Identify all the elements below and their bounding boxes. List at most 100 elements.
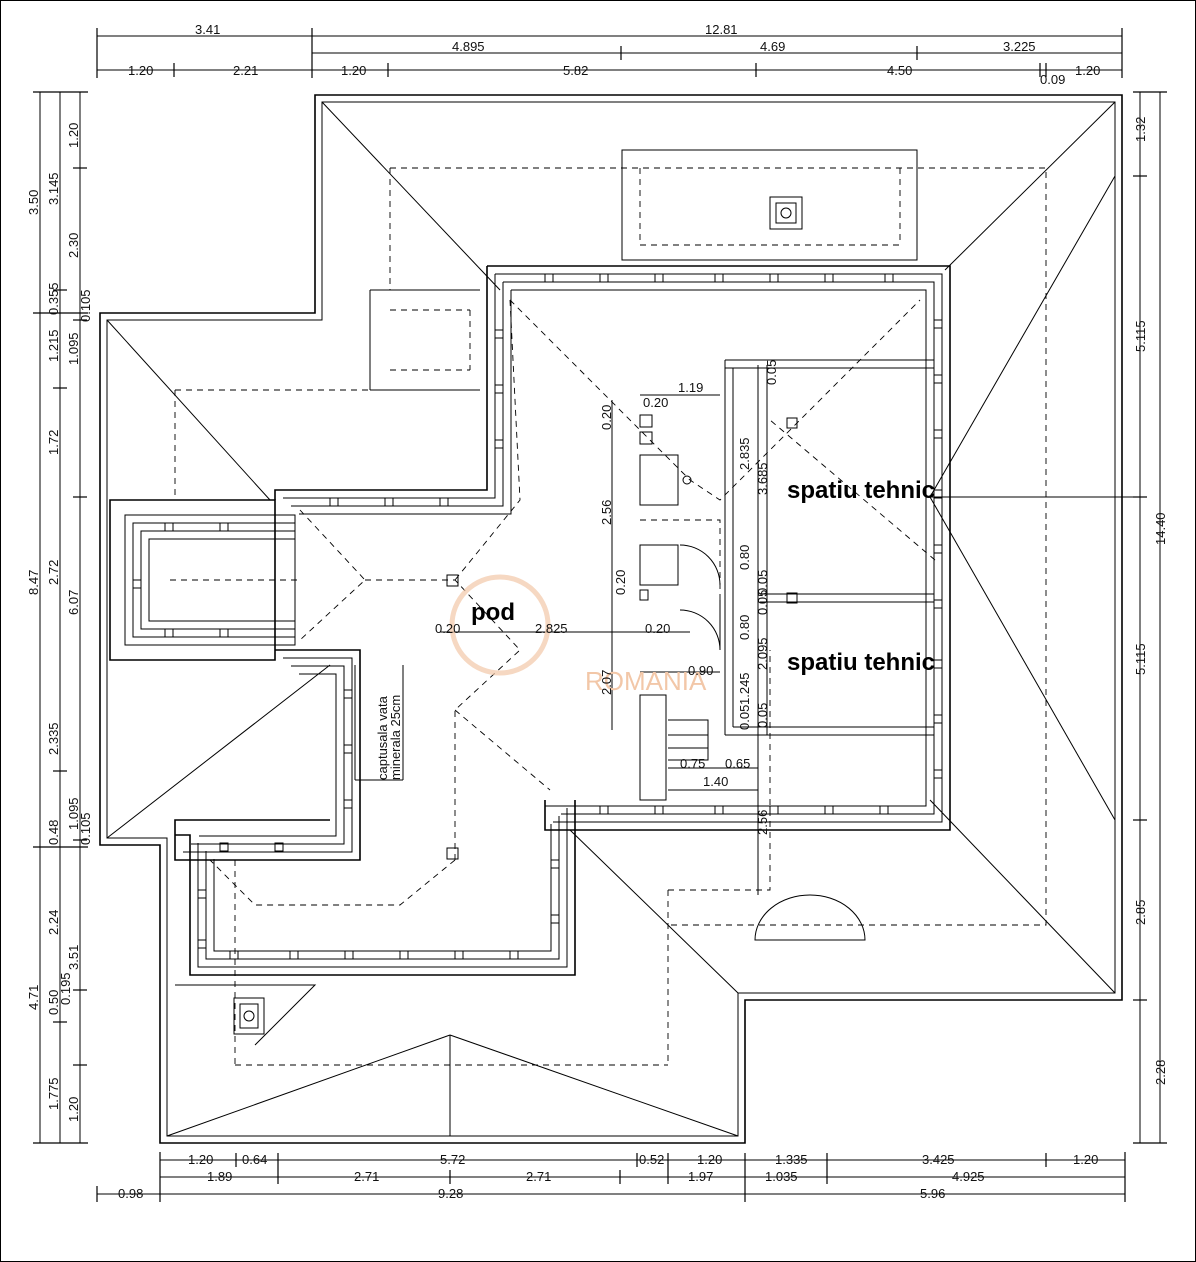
interior-elements bbox=[175, 149, 1140, 1046]
dim-top-10: 4.50 bbox=[887, 63, 912, 78]
dim-bot-7: 3.425 bbox=[922, 1152, 955, 1167]
dim-top-1: 3.41 bbox=[195, 22, 220, 37]
dim-left-8: 3.51 bbox=[66, 945, 81, 970]
dim-bot-2: 0.64 bbox=[242, 1152, 267, 1167]
dim-right-5: 2.28 bbox=[1153, 1060, 1168, 1085]
dim-bot-1: 1.20 bbox=[188, 1152, 213, 1167]
dim-int-20: 0.05 bbox=[755, 590, 770, 615]
dim-top-12: 0.09 bbox=[1040, 72, 1065, 87]
room-label-tech1: spatiu tehnic bbox=[787, 477, 935, 504]
dim-right-4: 2.85 bbox=[1133, 900, 1148, 925]
dim-left-2: 8.47 bbox=[26, 570, 41, 595]
dim-left-13: 1.72 bbox=[46, 430, 61, 455]
watermark: ROMANIA bbox=[585, 666, 707, 696]
dim-top-11: 1.20 bbox=[1075, 63, 1100, 78]
dim-left-14: 2.72 bbox=[46, 560, 61, 585]
dim-int-19: 0.05 bbox=[755, 570, 770, 595]
dim-left-19: 1.775 bbox=[46, 1077, 61, 1110]
room-label-tech2: spatiu tehnic bbox=[787, 649, 935, 676]
room-label-pod: pod bbox=[471, 599, 515, 626]
dim-bot-8: 1.20 bbox=[1073, 1152, 1098, 1167]
dim-int-23: 0.05 bbox=[737, 705, 752, 730]
dim-left-9: 1.20 bbox=[66, 123, 81, 148]
dim-left-7: 0.48 bbox=[46, 820, 61, 845]
dim-int-25: 2.56 bbox=[755, 810, 770, 835]
dim-bot-10: 2.71 bbox=[354, 1169, 379, 1184]
dim-int-1: 1.19 bbox=[678, 380, 703, 395]
dim-top-4: 4.69 bbox=[760, 39, 785, 54]
dim-right-1: 1.32 bbox=[1133, 117, 1148, 142]
dim-left-6: 6.07 bbox=[66, 590, 81, 615]
insulation-note-line1: captusala vata bbox=[375, 695, 390, 780]
dim-bot-16: 9.28 bbox=[438, 1186, 463, 1201]
dim-left-15: 2.335 bbox=[46, 722, 61, 755]
dim-left-5: 1.215 bbox=[46, 329, 61, 362]
dim-bot-3: 5.72 bbox=[440, 1152, 465, 1167]
dim-int-3: 0.20 bbox=[599, 405, 614, 430]
dim-bot-13: 1.035 bbox=[765, 1169, 798, 1184]
dim-left-16: 1.095 bbox=[66, 797, 81, 830]
walls bbox=[109, 265, 951, 976]
dim-left-12: 1.095 bbox=[66, 332, 81, 365]
dim-bot-14: 4.925 bbox=[952, 1169, 985, 1184]
dim-left-4: 3.145 bbox=[46, 172, 61, 205]
dim-left-1: 3.50 bbox=[26, 190, 41, 215]
dim-right-2: 5.115 bbox=[1133, 320, 1148, 352]
dim-top-7: 2.21 bbox=[233, 63, 258, 78]
dim-int-24: 0.05 bbox=[755, 703, 770, 728]
chimney-bottom bbox=[233, 997, 265, 1035]
dimension-texts: 3.41 12.81 4.895 4.69 3.225 1.20 2.21 1.… bbox=[26, 22, 1168, 1201]
dim-bot-9: 1.89 bbox=[207, 1169, 232, 1184]
dim-bot-11: 2.71 bbox=[526, 1169, 551, 1184]
dim-top-3: 4.895 bbox=[452, 39, 485, 54]
dim-bot-4: 0.52 bbox=[639, 1152, 664, 1167]
dim-int-16: 0.80 bbox=[737, 545, 752, 570]
dim-left-10: 2.30 bbox=[66, 233, 81, 258]
dim-top-6: 1.20 bbox=[128, 63, 153, 78]
dim-top-2: 12.81 bbox=[705, 22, 738, 37]
dim-int-18: 0.80 bbox=[737, 615, 752, 640]
dim-bot-6: 1.335 bbox=[775, 1152, 808, 1167]
dim-left-17: 2.24 bbox=[46, 910, 61, 935]
dim-left-11: 0.355 bbox=[46, 282, 61, 315]
dim-right-total: 14.40 bbox=[1153, 512, 1168, 545]
dim-right-3: 5.115 bbox=[1133, 643, 1148, 675]
dashed-lines bbox=[170, 167, 1047, 1066]
dim-int-9: 2.07 bbox=[599, 670, 614, 695]
dim-int-17: 0.05 bbox=[764, 360, 779, 385]
dim-int-22: 1.245 bbox=[737, 672, 752, 705]
dim-left-20: 1.20 bbox=[66, 1097, 81, 1122]
roof-outline bbox=[99, 94, 1123, 1144]
dim-int-7: 2.825 bbox=[535, 621, 568, 636]
dim-left-21: 0.105 bbox=[78, 289, 93, 322]
dim-bot-15: 0.98 bbox=[118, 1186, 143, 1201]
dim-int-11: 0.75 bbox=[680, 756, 705, 771]
dim-left-23: 0.195 bbox=[58, 972, 73, 1005]
watermark-logo bbox=[449, 574, 551, 676]
dim-int-2: 0.20 bbox=[643, 395, 668, 410]
insulation-note-line2: minerala 25cm bbox=[388, 695, 403, 780]
dim-left-3: 4.71 bbox=[26, 985, 41, 1010]
dim-top-8: 1.20 bbox=[341, 63, 366, 78]
chimney-top bbox=[769, 196, 803, 230]
dim-bot-12: 1.97 bbox=[688, 1169, 713, 1184]
dim-int-12: 0.65 bbox=[725, 756, 750, 771]
dim-left-18: 0.50 bbox=[46, 990, 61, 1015]
dim-int-21: 2.095 bbox=[755, 637, 770, 670]
dimension-lines bbox=[33, 28, 1167, 1202]
dim-top-9: 5.82 bbox=[563, 63, 588, 78]
dim-int-6: 0.20 bbox=[435, 621, 460, 636]
dim-int-5: 0.20 bbox=[613, 570, 628, 595]
dim-int-14: 2.835 bbox=[737, 437, 752, 470]
dim-int-8: 0.20 bbox=[645, 621, 670, 636]
dim-bot-17: 5.96 bbox=[920, 1186, 945, 1201]
dim-int-13: 1.40 bbox=[703, 774, 728, 789]
dim-top-5: 3.225 bbox=[1003, 39, 1036, 54]
dim-int-10: 0.90 bbox=[688, 663, 713, 678]
dim-left-22: 0.105 bbox=[78, 812, 93, 845]
dim-bot-5: 1.20 bbox=[697, 1152, 722, 1167]
dim-int-15: 3.685 bbox=[755, 462, 770, 495]
dim-int-4: 2.56 bbox=[599, 500, 614, 525]
